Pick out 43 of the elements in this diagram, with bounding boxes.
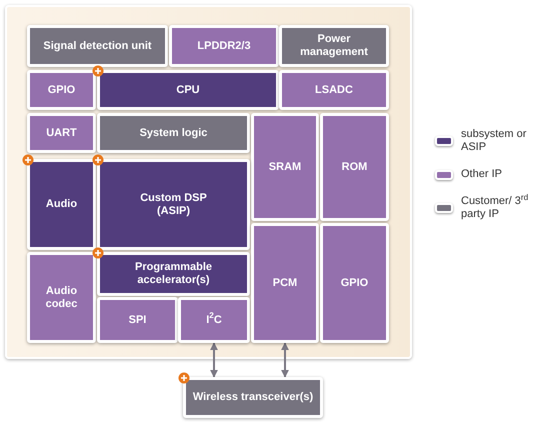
ip-block xyxy=(251,223,319,343)
ip-block xyxy=(97,113,250,153)
block-label: Audio xyxy=(46,198,78,211)
block-label: GPIO xyxy=(340,276,368,290)
ip-block xyxy=(27,25,168,67)
ip-block xyxy=(97,159,250,250)
block-label: SRAM xyxy=(268,160,302,174)
block-label: ROM xyxy=(342,160,368,174)
block-label: Power management xyxy=(299,33,369,59)
ip-block xyxy=(97,252,250,296)
ip-block xyxy=(97,297,178,343)
ip-block xyxy=(27,159,96,250)
block-label: LSADC xyxy=(315,84,353,96)
block-label: I$^{2}$C xyxy=(206,314,222,326)
ip-block xyxy=(27,252,96,343)
block-label: Wireless transceiver(s) xyxy=(192,391,314,404)
block-label: LPDDR2/3 xyxy=(197,40,251,52)
double-arrow xyxy=(281,342,289,378)
ip-block xyxy=(169,25,279,67)
ip-block xyxy=(183,377,323,418)
block-label: PCM xyxy=(272,276,298,290)
ip-block xyxy=(97,70,279,110)
ip-block xyxy=(251,113,319,221)
block-label: Programmable accelerator(s) xyxy=(134,261,214,287)
block-label: CPU xyxy=(176,84,200,96)
block-label: System logic xyxy=(140,126,208,140)
ip-block xyxy=(320,113,389,221)
block-label: Custom DSP (ASIP) xyxy=(139,192,208,218)
ip-block xyxy=(27,113,96,153)
legend-text: Other IP xyxy=(461,168,503,181)
ip-block xyxy=(178,297,250,343)
block-label: Signal detection unit xyxy=(43,40,152,52)
ip-block xyxy=(27,70,96,110)
ip-block xyxy=(279,25,389,67)
legend-text: subsystem or ASIP xyxy=(461,128,528,154)
ip-block xyxy=(320,223,389,343)
block-label: Audio codec xyxy=(44,284,78,310)
block-label: SPI xyxy=(128,314,146,326)
double-arrow xyxy=(210,342,218,378)
block-label: UART xyxy=(46,126,77,140)
ip-block xyxy=(279,70,389,110)
block-label: GPIO xyxy=(48,84,76,96)
legend-text: Customer/ 3$^{rd}$ party IP xyxy=(461,195,530,221)
